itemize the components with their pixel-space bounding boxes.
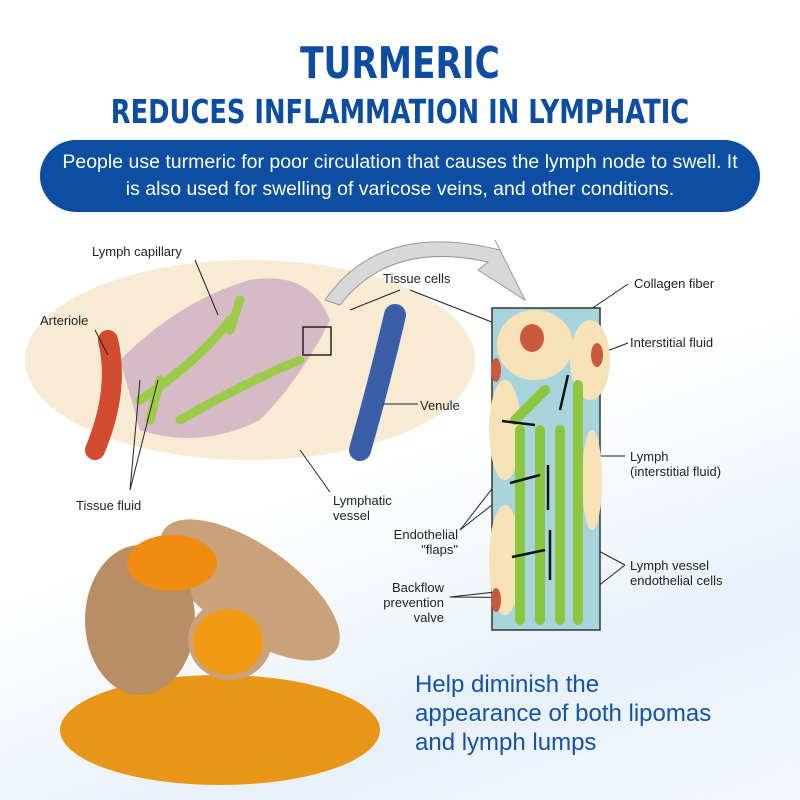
benefit-line: appearance of both lipomas xyxy=(415,700,712,727)
lymph-capillary-icon xyxy=(135,295,305,425)
turmeric-image xyxy=(60,519,380,785)
label-tissue-fluid: Tissue fluid xyxy=(76,498,142,513)
banner-text: People use turmeric for poor circulation… xyxy=(62,151,738,200)
label-interstitial-fluid: Interstitial fluid xyxy=(630,335,714,350)
tissue-cells xyxy=(489,310,610,615)
label-line: Lymphatic xyxy=(333,493,392,508)
zoom-arrow-icon xyxy=(324,239,527,306)
page-subtitle: REDUCES INFLAMMATION IN LYMPHATIC xyxy=(110,92,690,131)
label-line: prevention xyxy=(383,595,444,610)
label-line: Lymph vessel xyxy=(630,558,709,573)
label-line: valve xyxy=(413,610,444,625)
benefit-line: Help diminish the xyxy=(415,671,600,698)
label-endothelial-flaps: Endothelial"flaps" xyxy=(370,527,458,557)
benefit-text: Help diminish the appearance of both lip… xyxy=(415,670,711,757)
flow-arrows xyxy=(501,374,570,580)
label-line: vessel xyxy=(333,508,370,523)
label-lymph-capillary: Lymph capillary xyxy=(92,244,182,259)
label-line: Endothelial xyxy=(393,527,458,542)
label-tissue-cells: Tissue cells xyxy=(383,271,451,286)
capillary-network xyxy=(120,278,330,438)
label-venule: Venule xyxy=(420,398,460,413)
label-line: (interstitial fluid) xyxy=(630,464,722,479)
label-line: endothelial cells xyxy=(630,573,723,588)
zoom-box xyxy=(302,326,332,356)
label-collagen-fiber: Collagen fiber xyxy=(634,276,715,291)
label-line: Lymph xyxy=(630,449,669,464)
label-line: "flaps" xyxy=(421,542,458,557)
page-title: TURMERIC xyxy=(300,38,500,89)
arteriole-icon xyxy=(85,330,122,460)
label-lymph: Lymph(interstitial fluid) xyxy=(630,449,721,479)
venule-icon xyxy=(349,304,406,461)
benefit-line: and lymph lumps xyxy=(415,729,597,756)
label-arteriole: Arteriole xyxy=(40,313,89,328)
info-banner: People use turmeric for poor circulation… xyxy=(40,140,760,212)
lymph-vessel-walls xyxy=(510,380,583,625)
label-line: Backflow xyxy=(391,580,444,595)
cell-nuclei xyxy=(491,324,603,612)
